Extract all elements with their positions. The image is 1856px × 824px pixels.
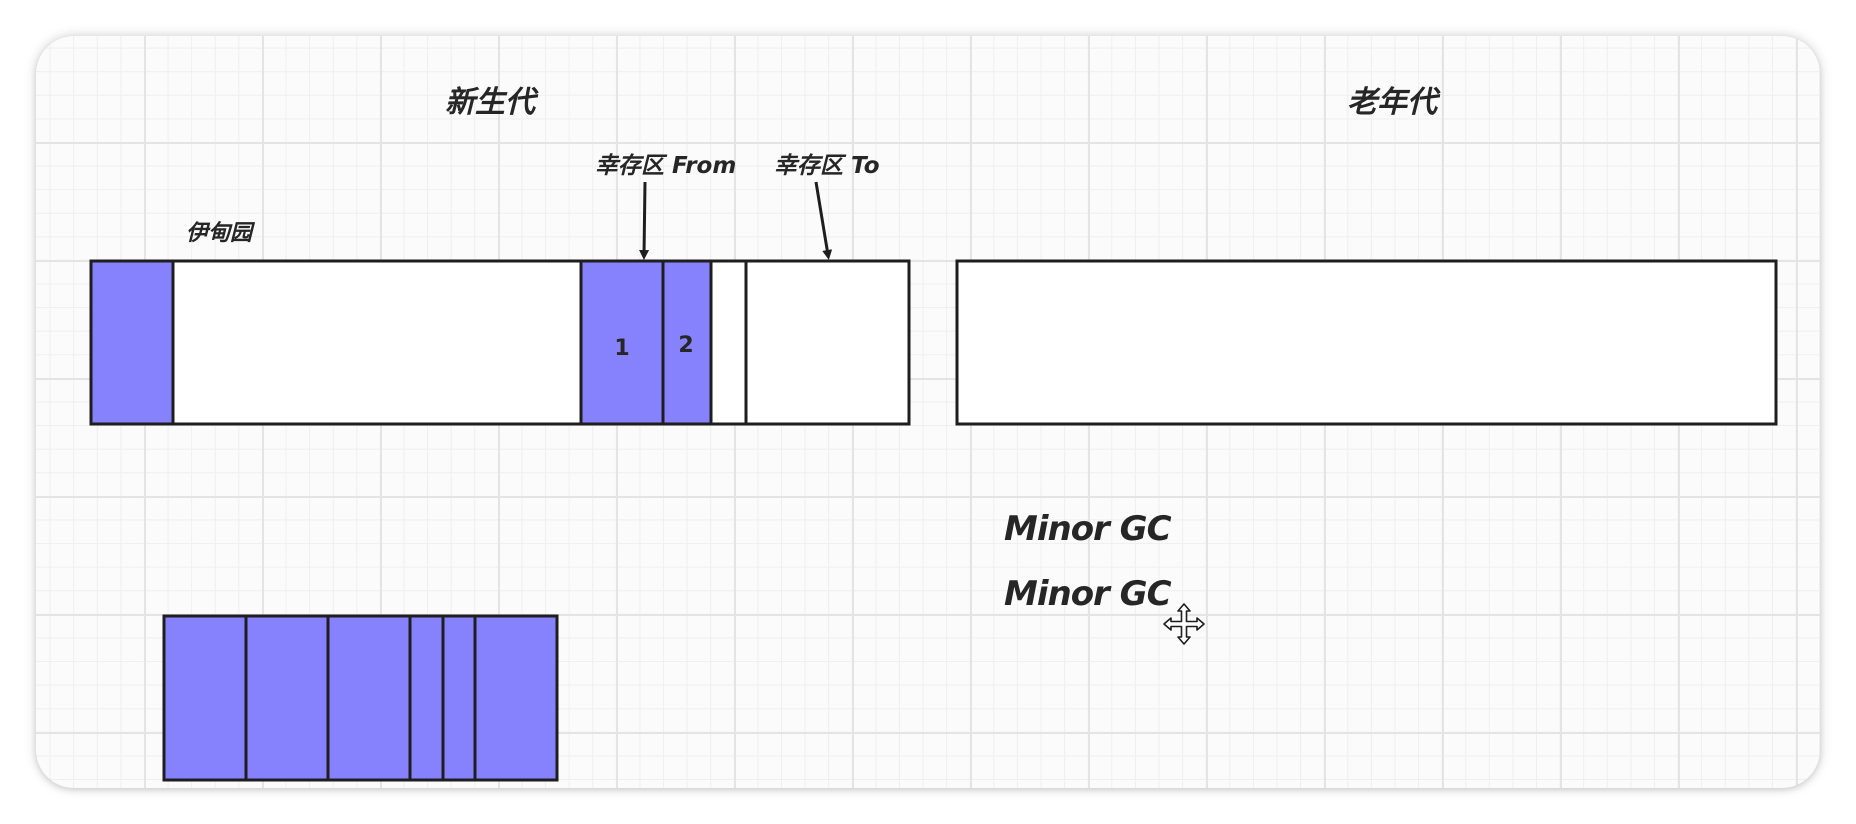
survivor-object-2-label: 2 bbox=[678, 333, 693, 358]
survivor-to-label[interactable]: 幸存区 To bbox=[774, 153, 880, 179]
stack-object[interactable] bbox=[408, 614, 445, 782]
object-stack bbox=[162, 614, 559, 782]
stack-object[interactable] bbox=[473, 614, 559, 782]
survivor-from-label[interactable]: 幸存区 From bbox=[595, 153, 736, 179]
old-generation-box[interactable] bbox=[955, 259, 1778, 426]
survivor-object-1-label: 1 bbox=[614, 336, 629, 361]
young-generation-label[interactable]: 新生代 bbox=[445, 85, 539, 120]
survivor-from-arrow[interactable] bbox=[639, 181, 650, 260]
old-generation-label[interactable]: 老年代 bbox=[1347, 85, 1441, 120]
young-generation-box[interactable] bbox=[89, 259, 911, 426]
survivor-from-object-1[interactable] bbox=[579, 259, 665, 426]
stack-object[interactable] bbox=[326, 614, 412, 782]
minor-gc-label-1[interactable]: Minor GC bbox=[1004, 509, 1173, 549]
minor-gc-label-2[interactable]: Minor GC bbox=[1004, 574, 1173, 614]
eden-label[interactable]: 伊甸园 bbox=[186, 220, 256, 246]
eden-object[interactable] bbox=[89, 259, 175, 426]
survivor-to-arrow[interactable] bbox=[814, 181, 833, 260]
stack-object[interactable] bbox=[441, 614, 477, 782]
stack-object[interactable] bbox=[162, 614, 248, 782]
move-cursor-icon bbox=[1163, 603, 1205, 645]
survivor-from-free-space[interactable] bbox=[709, 259, 748, 426]
stack-object[interactable] bbox=[244, 614, 330, 782]
